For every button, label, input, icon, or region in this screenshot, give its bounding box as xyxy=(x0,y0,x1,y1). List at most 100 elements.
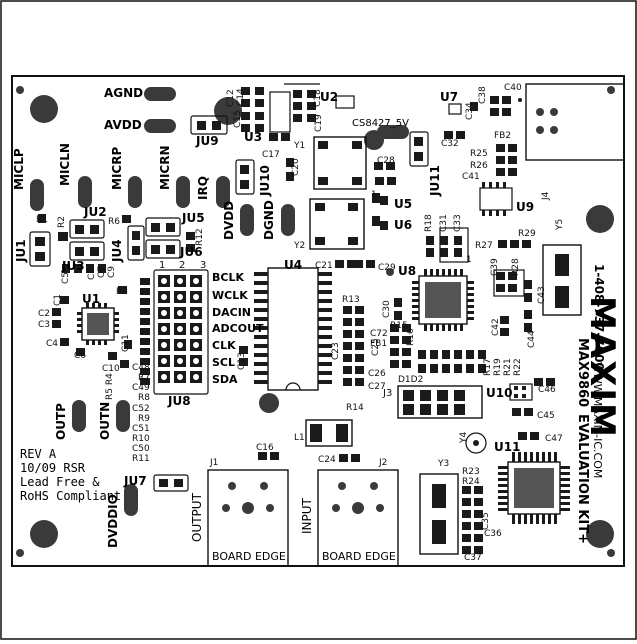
svg-text:C11: C11 xyxy=(121,334,131,352)
test-points xyxy=(30,87,409,516)
svg-text:C14: C14 xyxy=(236,88,246,106)
svg-text:1: 1 xyxy=(371,190,377,200)
svg-text:R16: R16 xyxy=(406,328,416,346)
svg-text:C47: C47 xyxy=(545,434,563,444)
test-point-dgnd xyxy=(281,204,295,236)
svg-text:C50: C50 xyxy=(132,444,150,454)
svg-text:C6: C6 xyxy=(74,351,86,361)
svg-text:FB1: FB1 xyxy=(370,339,387,349)
svg-text:C33: C33 xyxy=(453,214,463,232)
pin-label-2: 2 xyxy=(179,260,185,271)
svg-text:R8: R8 xyxy=(138,393,150,403)
svg-text:C2: C2 xyxy=(38,309,50,319)
svg-text:C10: C10 xyxy=(102,364,120,374)
svg-text:C8: C8 xyxy=(87,268,97,280)
svg-text:C24: C24 xyxy=(318,455,336,465)
svg-text:R18: R18 xyxy=(424,214,434,232)
svg-text:C19: C19 xyxy=(314,114,324,132)
svg-text:R22: R22 xyxy=(513,358,523,376)
svg-text:C43: C43 xyxy=(537,286,547,304)
svg-text:C13: C13 xyxy=(237,352,247,370)
svg-text:C7: C7 xyxy=(97,266,107,278)
svg-text:Y4: Y4 xyxy=(459,432,469,444)
svg-text:J4: J4 xyxy=(541,191,551,201)
test-point-cs8427 xyxy=(377,125,409,139)
svg-text:C40: C40 xyxy=(504,83,522,93)
small-ics xyxy=(269,83,533,401)
usb-connector-j4 xyxy=(518,83,625,161)
test-point-outn xyxy=(116,400,130,432)
svg-text:C36: C36 xyxy=(484,529,502,539)
svg-text:C45: C45 xyxy=(537,411,555,421)
svg-text:C48: C48 xyxy=(132,363,150,373)
svg-text:C4: C4 xyxy=(46,339,58,349)
svg-text:R29: R29 xyxy=(518,229,536,239)
u11-chip xyxy=(498,452,570,524)
svg-text:C25: C25 xyxy=(371,338,381,356)
svg-text:FB2: FB2 xyxy=(494,131,511,141)
svg-text:C37: C37 xyxy=(464,553,482,563)
svg-text:R24: R24 xyxy=(462,477,480,487)
test-point-avdd xyxy=(144,119,176,133)
via xyxy=(386,268,394,276)
mounting-hole xyxy=(586,205,614,233)
svg-text:R28: R28 xyxy=(511,258,521,276)
test-point-irq xyxy=(216,176,230,208)
svg-text:R17: R17 xyxy=(483,358,493,376)
j3-header xyxy=(397,385,483,419)
mounting-hole xyxy=(586,520,614,548)
svg-text:C30: C30 xyxy=(382,300,392,318)
crystals xyxy=(309,136,582,555)
test-point-micrn xyxy=(176,176,190,208)
pin-label-1: 1 xyxy=(159,260,165,271)
svg-text:R23: R23 xyxy=(462,467,480,477)
svg-text:R26: R26 xyxy=(470,161,488,171)
svg-text:C72: C72 xyxy=(370,329,388,339)
svg-text:R19: R19 xyxy=(493,358,503,376)
via xyxy=(16,549,24,557)
svg-text:C35: C35 xyxy=(481,512,491,530)
svg-text:J1: J1 xyxy=(209,458,218,468)
svg-text:C34: C34 xyxy=(465,102,475,120)
svg-text:R9: R9 xyxy=(138,414,150,424)
u1-chip xyxy=(77,303,119,345)
svg-text:C29: C29 xyxy=(378,263,396,273)
svg-text:C32: C32 xyxy=(441,139,459,149)
svg-text:R1: R1 xyxy=(36,215,48,225)
svg-text:C15: C15 xyxy=(233,110,243,128)
svg-text:C51: C51 xyxy=(132,424,150,434)
svg-text:C31: C31 xyxy=(439,214,449,232)
svg-text:C42: C42 xyxy=(491,318,501,336)
svg-text:C17: C17 xyxy=(262,150,280,160)
inductor-l1 xyxy=(305,419,353,447)
test-point-miclp xyxy=(30,179,44,211)
svg-text:C12: C12 xyxy=(226,89,236,107)
pin-label-3: 3 xyxy=(200,260,206,271)
reference-designators: C12 C14 C15 C18 C19 C17 C20 Y1 C28 1 C29… xyxy=(36,83,565,563)
test-point-micln xyxy=(78,176,92,208)
svg-text:R25: R25 xyxy=(470,149,488,159)
misc-outlines xyxy=(335,95,525,297)
svg-text:1: 1 xyxy=(466,255,472,265)
svg-text:C44: C44 xyxy=(527,330,537,348)
svg-text:C38: C38 xyxy=(478,86,488,104)
ju8-pin-labels: 1 2 3 xyxy=(159,260,206,271)
via xyxy=(16,86,24,94)
svg-text:C28: C28 xyxy=(377,156,395,166)
svg-text:R7: R7 xyxy=(138,373,150,383)
svg-text:R21: R21 xyxy=(503,358,513,376)
svg-text:C27: C27 xyxy=(368,382,386,392)
svg-text:R3: R3 xyxy=(116,287,128,297)
svg-text:R13: R13 xyxy=(342,295,360,305)
svg-text:C46: C46 xyxy=(538,385,556,395)
svg-text:R2: R2 xyxy=(57,216,67,228)
svg-text:Y2: Y2 xyxy=(293,241,305,251)
svg-text:C18: C18 xyxy=(313,89,323,107)
svg-text:J3: J3 xyxy=(382,388,392,399)
test-point-outp xyxy=(72,400,86,432)
svg-text:C1: C1 xyxy=(53,294,63,306)
svg-text:J2: J2 xyxy=(378,458,387,468)
svg-text:C3: C3 xyxy=(38,320,50,330)
mounting-hole xyxy=(30,520,58,548)
test-point-agnd xyxy=(144,87,176,101)
